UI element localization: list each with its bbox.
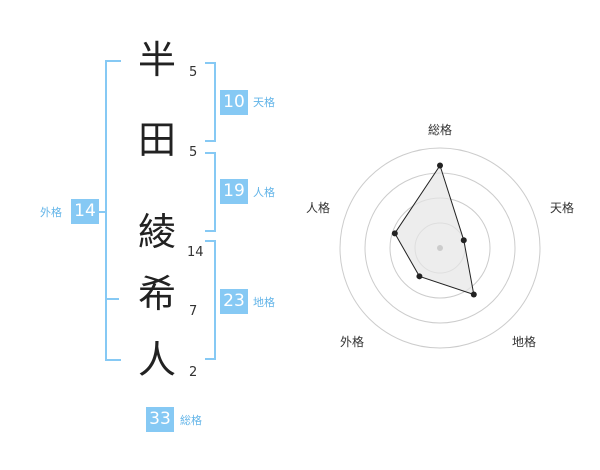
soukaku-value: 33	[146, 407, 174, 432]
stroke-count-1: 5	[189, 65, 198, 80]
soukaku-label: 総格	[180, 414, 202, 427]
tenkaku-label: 天格	[253, 96, 275, 109]
axis-label-soukaku: 総格	[427, 123, 452, 137]
gaikaku-label: 外格	[40, 206, 62, 219]
stroke-count-2: 5	[189, 145, 198, 160]
gaikaku-bracket	[105, 60, 121, 361]
tenkaku-bracket	[205, 62, 216, 142]
chikaku-value: 23	[220, 289, 248, 314]
axis-label-tenkaku: 天格	[549, 201, 574, 215]
radar-point-1	[437, 162, 443, 169]
jinkaku-value: 19	[220, 179, 248, 204]
radar-center	[437, 245, 443, 251]
gaikaku-value: 14	[71, 199, 99, 224]
axis-label-gaikaku: 外格	[339, 335, 364, 349]
axis-label-chikaku: 地格	[511, 335, 536, 349]
chikaku-label: 地格	[253, 296, 275, 309]
radar-point-4	[416, 273, 423, 280]
jinkaku-label: 人格	[253, 186, 275, 199]
radar-data-area	[394, 164, 475, 296]
chikaku-bracket	[205, 240, 216, 360]
radar-point-2	[460, 237, 467, 244]
stroke-count-3: 14	[187, 245, 204, 260]
radar-point-5	[391, 230, 398, 237]
radar-ring-4	[339, 147, 541, 349]
radar-data-points	[391, 162, 477, 298]
name-char-1: 半	[137, 38, 176, 82]
gaikaku-bracket-tick	[105, 298, 119, 300]
name-char-5: 人	[137, 338, 176, 382]
stroke-count-5: 2	[189, 365, 198, 380]
tenkaku-value: 10	[220, 90, 248, 115]
name-char-4: 希	[137, 272, 176, 316]
name-char-2: 田	[137, 118, 176, 162]
stroke-count-4: 7	[189, 304, 198, 319]
radar-point-3	[470, 291, 477, 298]
jinkaku-bracket	[205, 152, 216, 232]
axis-label-jinkaku: 人格	[305, 201, 330, 215]
gaikaku-bracket-connector	[99, 211, 105, 213]
name-char-3: 綾	[137, 210, 176, 254]
